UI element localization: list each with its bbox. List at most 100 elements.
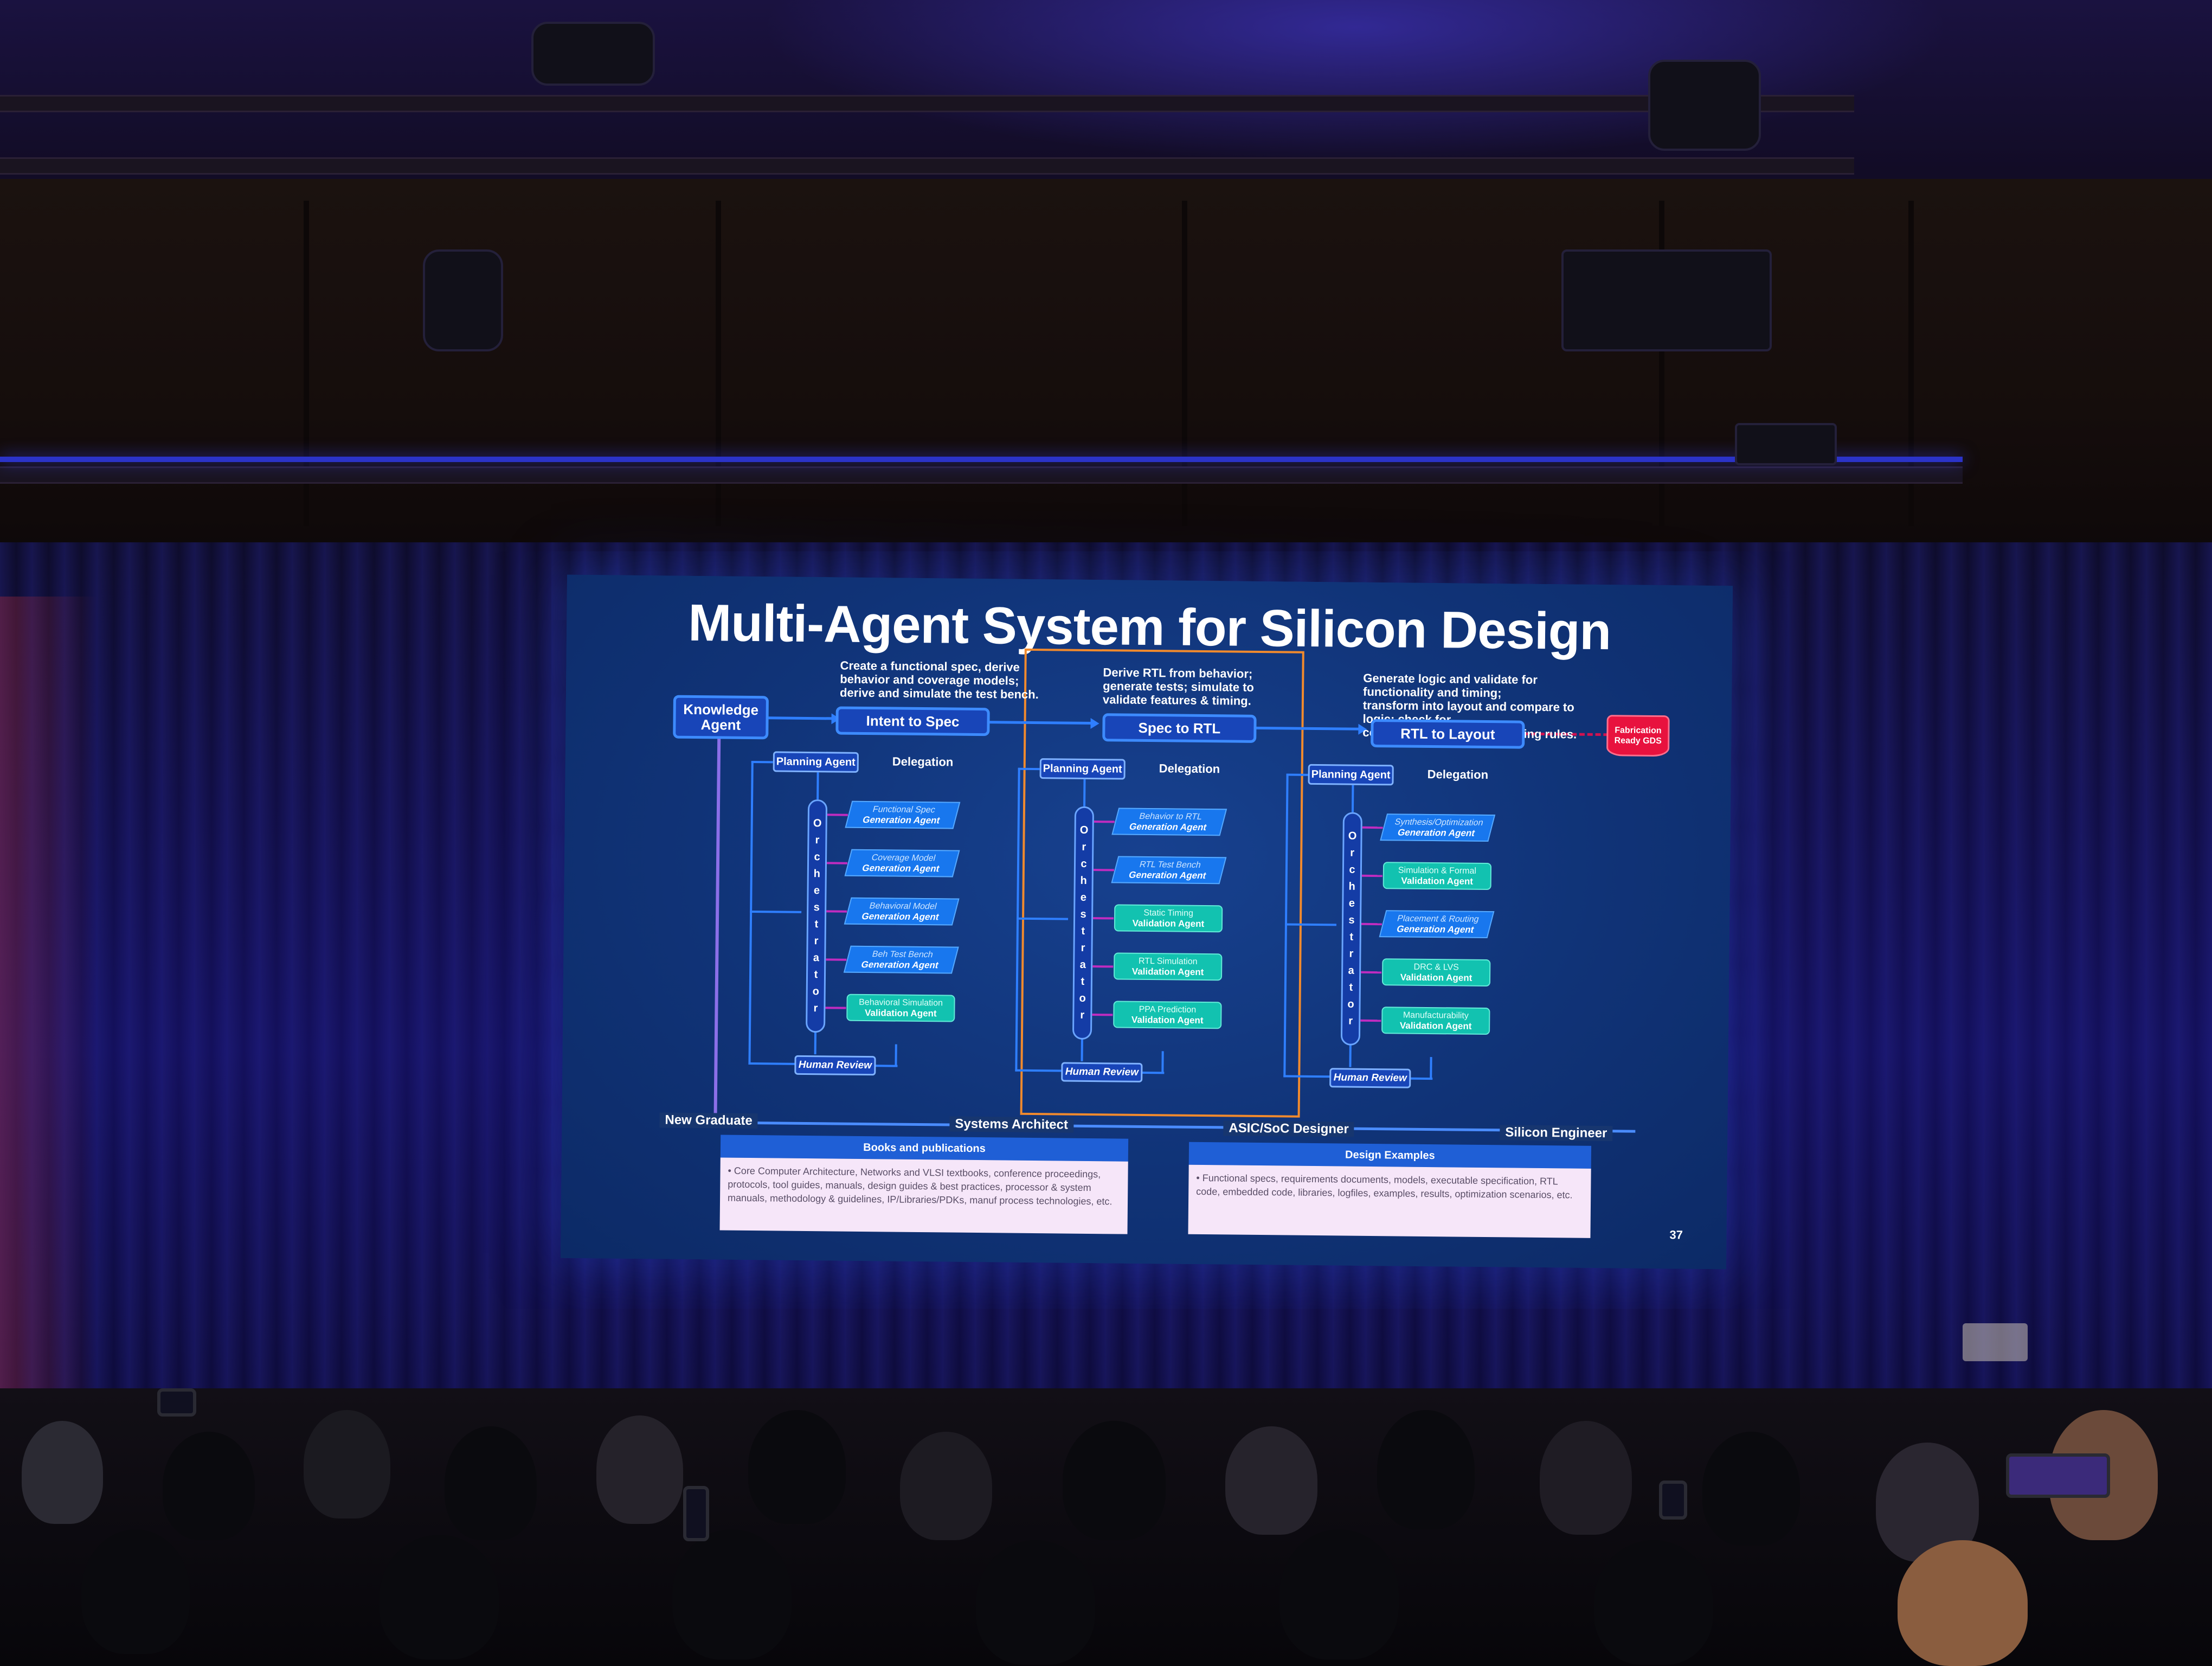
blue-light-bar bbox=[0, 457, 1963, 462]
examples-panel-title: Design Examples bbox=[1188, 1142, 1592, 1169]
agent-type: Validation Agent bbox=[864, 1008, 937, 1019]
orchestrator-link bbox=[1083, 779, 1086, 806]
phone bbox=[683, 1486, 709, 1541]
agent-name: Behavior to RTL bbox=[1138, 811, 1204, 822]
agent-type: Generation Agent bbox=[860, 959, 940, 971]
wall-seam bbox=[1659, 201, 1664, 526]
loop-line bbox=[1018, 767, 1040, 771]
stage-light-fixture bbox=[1648, 60, 1761, 151]
orchestrator: O r c h e s t r a t o r bbox=[806, 799, 828, 1033]
books-panel-title: Books and publications bbox=[720, 1135, 1129, 1162]
delegation-link bbox=[825, 1007, 846, 1009]
agent-type: Generation Agent bbox=[1128, 869, 1207, 881]
stage-node: Spec to RTL bbox=[1102, 713, 1257, 743]
audience-head bbox=[976, 1540, 1095, 1665]
page-number: 37 bbox=[1669, 1228, 1683, 1242]
audience-head bbox=[1540, 1421, 1632, 1535]
orchestrator-link bbox=[816, 772, 819, 800]
audience-head bbox=[22, 1421, 103, 1524]
delegation-link bbox=[1362, 826, 1383, 829]
delegation-label: Delegation bbox=[1427, 767, 1489, 782]
orchestrator-link bbox=[1351, 785, 1354, 812]
audience-head bbox=[1063, 1421, 1166, 1540]
planning-agent: Planning Agent bbox=[773, 751, 859, 773]
delegation-link bbox=[1092, 1014, 1113, 1016]
orchestrator-link bbox=[814, 1031, 817, 1055]
examples-panel-body: • Functional specs, requirements documen… bbox=[1188, 1164, 1591, 1238]
feedback-line bbox=[713, 739, 721, 1122]
agent-name: Simulation & Formal bbox=[1398, 866, 1477, 876]
delegation-link bbox=[1094, 821, 1115, 823]
audience-head bbox=[1225, 1426, 1317, 1535]
role-silicon-engineer: Silicon Engineer bbox=[1500, 1125, 1613, 1142]
delegation-link bbox=[1093, 917, 1114, 920]
delegation-label: Delegation bbox=[1159, 761, 1220, 776]
lighting-truss bbox=[0, 466, 1963, 484]
agent-type: Generation Agent bbox=[1128, 821, 1208, 833]
audience-head bbox=[304, 1410, 390, 1518]
delegation-link bbox=[1360, 1019, 1381, 1022]
fabrication-ready-gds: Fabrication Ready GDS bbox=[1606, 715, 1670, 757]
agent-type: Validation Agent bbox=[1399, 1020, 1472, 1031]
orchestrator-label: O r c h e s t r a t o r bbox=[812, 817, 822, 1015]
audience-head bbox=[900, 1432, 992, 1540]
delegation-link bbox=[827, 813, 848, 816]
role-systems-architect: Systems Architect bbox=[949, 1116, 1074, 1133]
orchestrator-link bbox=[1081, 1038, 1083, 1061]
loop-line bbox=[751, 760, 773, 764]
delegation-link bbox=[826, 958, 847, 961]
audience-head bbox=[596, 1415, 683, 1524]
agent-type: Generation Agent bbox=[861, 814, 941, 826]
human-review: Human Review bbox=[794, 1055, 876, 1076]
audience-head bbox=[1702, 1432, 1800, 1546]
audience-head bbox=[1377, 1410, 1475, 1529]
orchestrator: O r c h e s t r a t o r bbox=[1340, 812, 1362, 1046]
ceiling-light-glow bbox=[759, 0, 1952, 163]
agent-name: PPA Prediction bbox=[1139, 1004, 1197, 1015]
delegation-link bbox=[826, 910, 847, 913]
orchestrator-label: O r c h e s t r a t o r bbox=[1079, 824, 1089, 1021]
career-path-line bbox=[665, 1120, 1636, 1133]
agent-name: Placement & Routing bbox=[1396, 914, 1480, 924]
delegation-link bbox=[1361, 874, 1382, 877]
audience-head bbox=[380, 1535, 499, 1659]
wall-seam bbox=[304, 201, 309, 526]
examples-panel: Design Examples • Functional specs, requ… bbox=[1188, 1142, 1592, 1238]
role-asic-soc-designer: ASIC/SoC Designer bbox=[1223, 1120, 1354, 1137]
planning-agent: Planning Agent bbox=[1308, 764, 1394, 786]
review-link bbox=[1430, 1057, 1432, 1079]
phone bbox=[2006, 1453, 2110, 1498]
orchestrator-link bbox=[1349, 1044, 1352, 1067]
orchestrator: O r c h e s t r a t o r bbox=[1072, 806, 1095, 1040]
books-panel-body: • Core Computer Architecture, Networks a… bbox=[719, 1157, 1128, 1234]
agent-type: Generation Agent bbox=[861, 862, 941, 874]
review-link bbox=[1161, 1051, 1164, 1073]
wall-seam bbox=[1182, 201, 1187, 526]
agent-type: Validation Agent bbox=[1401, 875, 1474, 887]
role-new-graduate: New Graduate bbox=[659, 1112, 758, 1129]
agent-name: Coverage Model bbox=[870, 853, 937, 863]
audience-head bbox=[1594, 1540, 1713, 1665]
loop-line bbox=[1015, 1069, 1064, 1072]
audience-head bbox=[1279, 1529, 1399, 1659]
audience-head bbox=[748, 1410, 846, 1524]
books-panel: Books and publications • Core Computer A… bbox=[719, 1135, 1129, 1234]
human-review: Human Review bbox=[1061, 1062, 1143, 1082]
agent-name: Static Timing bbox=[1143, 908, 1194, 918]
audience-head bbox=[1898, 1540, 2028, 1666]
exit-sign bbox=[1963, 1323, 2028, 1361]
agent-type: Generation Agent bbox=[860, 911, 941, 922]
audience-head bbox=[672, 1529, 792, 1659]
stage-description: Derive RTL from behavior; generate tests… bbox=[1102, 665, 1255, 708]
agent-type: Validation Agent bbox=[1132, 918, 1205, 930]
review-link bbox=[895, 1044, 897, 1066]
agent-type: Validation Agent bbox=[1131, 1014, 1204, 1026]
